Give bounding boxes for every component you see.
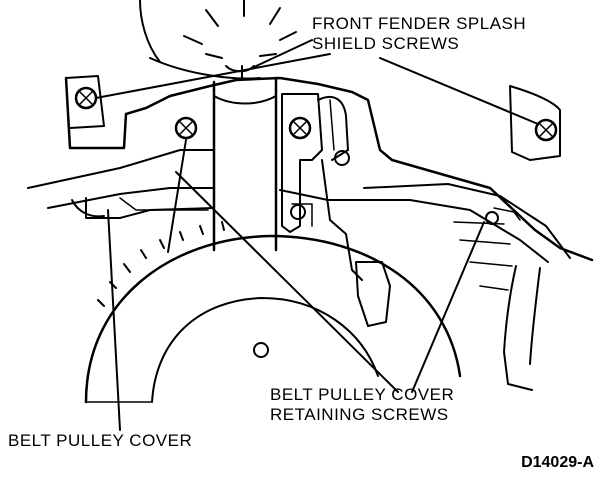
pulley-wheel bbox=[84, 221, 462, 404]
screw-icon bbox=[288, 116, 312, 140]
screw-icon bbox=[174, 116, 198, 140]
bolt-icon bbox=[290, 150, 499, 225]
figure-code: D14029-A bbox=[521, 454, 594, 471]
screw-icon bbox=[74, 86, 98, 110]
leader-lines bbox=[95, 39, 539, 431]
label-line: BELT PULLEY COVER bbox=[8, 431, 193, 450]
screw-icon bbox=[534, 118, 558, 142]
bracket-assembly bbox=[281, 93, 391, 327]
label-line: RETAINING SCREWS bbox=[270, 405, 449, 424]
highlight-rays bbox=[183, 0, 297, 59]
label-line: FRONT FENDER SPLASH bbox=[312, 14, 527, 33]
label-belt-pulley-cover: BELT PULLEY COVER bbox=[8, 431, 192, 451]
label-belt-pulley-cover-retaining-screws: BELT PULLEY COVER RETAINING SCREWS bbox=[270, 385, 454, 425]
center-strut bbox=[212, 65, 278, 252]
pulley-dashed-rim bbox=[97, 221, 225, 307]
label-line: BELT PULLEY COVER bbox=[270, 385, 455, 404]
label-front-fender-splash-shield-screws: FRONT FENDER SPLASH SHIELD SCREWS bbox=[312, 14, 526, 54]
label-line: SHIELD SCREWS bbox=[312, 34, 460, 53]
pulley-hole bbox=[253, 342, 269, 358]
